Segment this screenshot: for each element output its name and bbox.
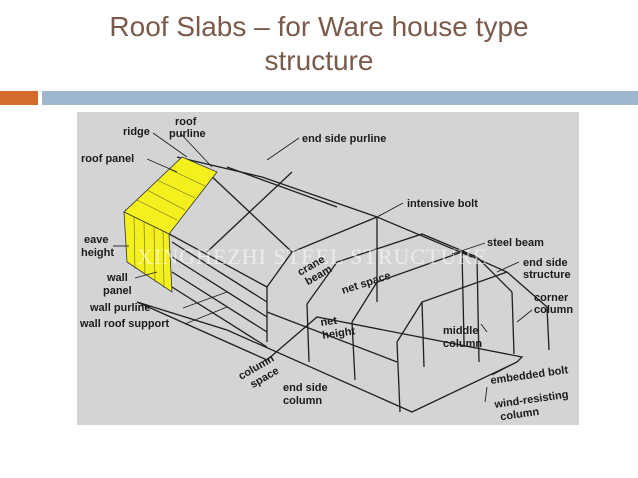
warehouse-structure-diagram: XINGHEZHI STEEL STRUCTURE roof purline r… (77, 112, 579, 425)
label-end-side-column: end side column (283, 382, 331, 407)
accent-bar-orange (0, 91, 38, 105)
label-intensive-bolt: intensive bolt (407, 198, 478, 210)
steel-frame (124, 156, 550, 413)
label-wall-roof-support: wall roof support (79, 318, 170, 330)
label-column-space: column space (237, 351, 286, 394)
label-wind-resisting-column: wind-resisting column (493, 388, 574, 424)
label-wall-panel: wall panel (103, 272, 132, 297)
label-wall-purline: wall purline (89, 302, 151, 314)
label-end-side-structure: end side structure (523, 257, 571, 281)
slide-title: Roof Slabs – for Ware house type structu… (0, 10, 638, 78)
leader-lines (113, 132, 533, 403)
slide-title-line-1: Roof Slabs – for Ware house type (109, 11, 529, 42)
label-eave-height: eave height (81, 234, 114, 259)
label-roof-panel: roof panel (81, 153, 134, 165)
diagram-drawing: XINGHEZHI STEEL STRUCTURE roof purline r… (79, 116, 574, 424)
label-end-side-purline: end side purline (302, 133, 386, 145)
label-steel-beam: steel beam (487, 237, 544, 249)
accent-bar-blue (42, 91, 638, 105)
label-net-height: net height (320, 312, 356, 341)
slide-title-line-2: structure (264, 45, 374, 76)
label-roof-purline: roof purline (169, 116, 206, 140)
label-middle-column: middle column (443, 325, 482, 350)
label-embedded-bolt: embedded bolt (490, 364, 569, 387)
label-net-space: net space (340, 270, 392, 297)
label-corner-column: corner column (534, 292, 573, 316)
watermark-text: XINGHEZHI STEEL STRUCTURE (137, 244, 488, 269)
label-ridge: ridge (123, 126, 150, 138)
